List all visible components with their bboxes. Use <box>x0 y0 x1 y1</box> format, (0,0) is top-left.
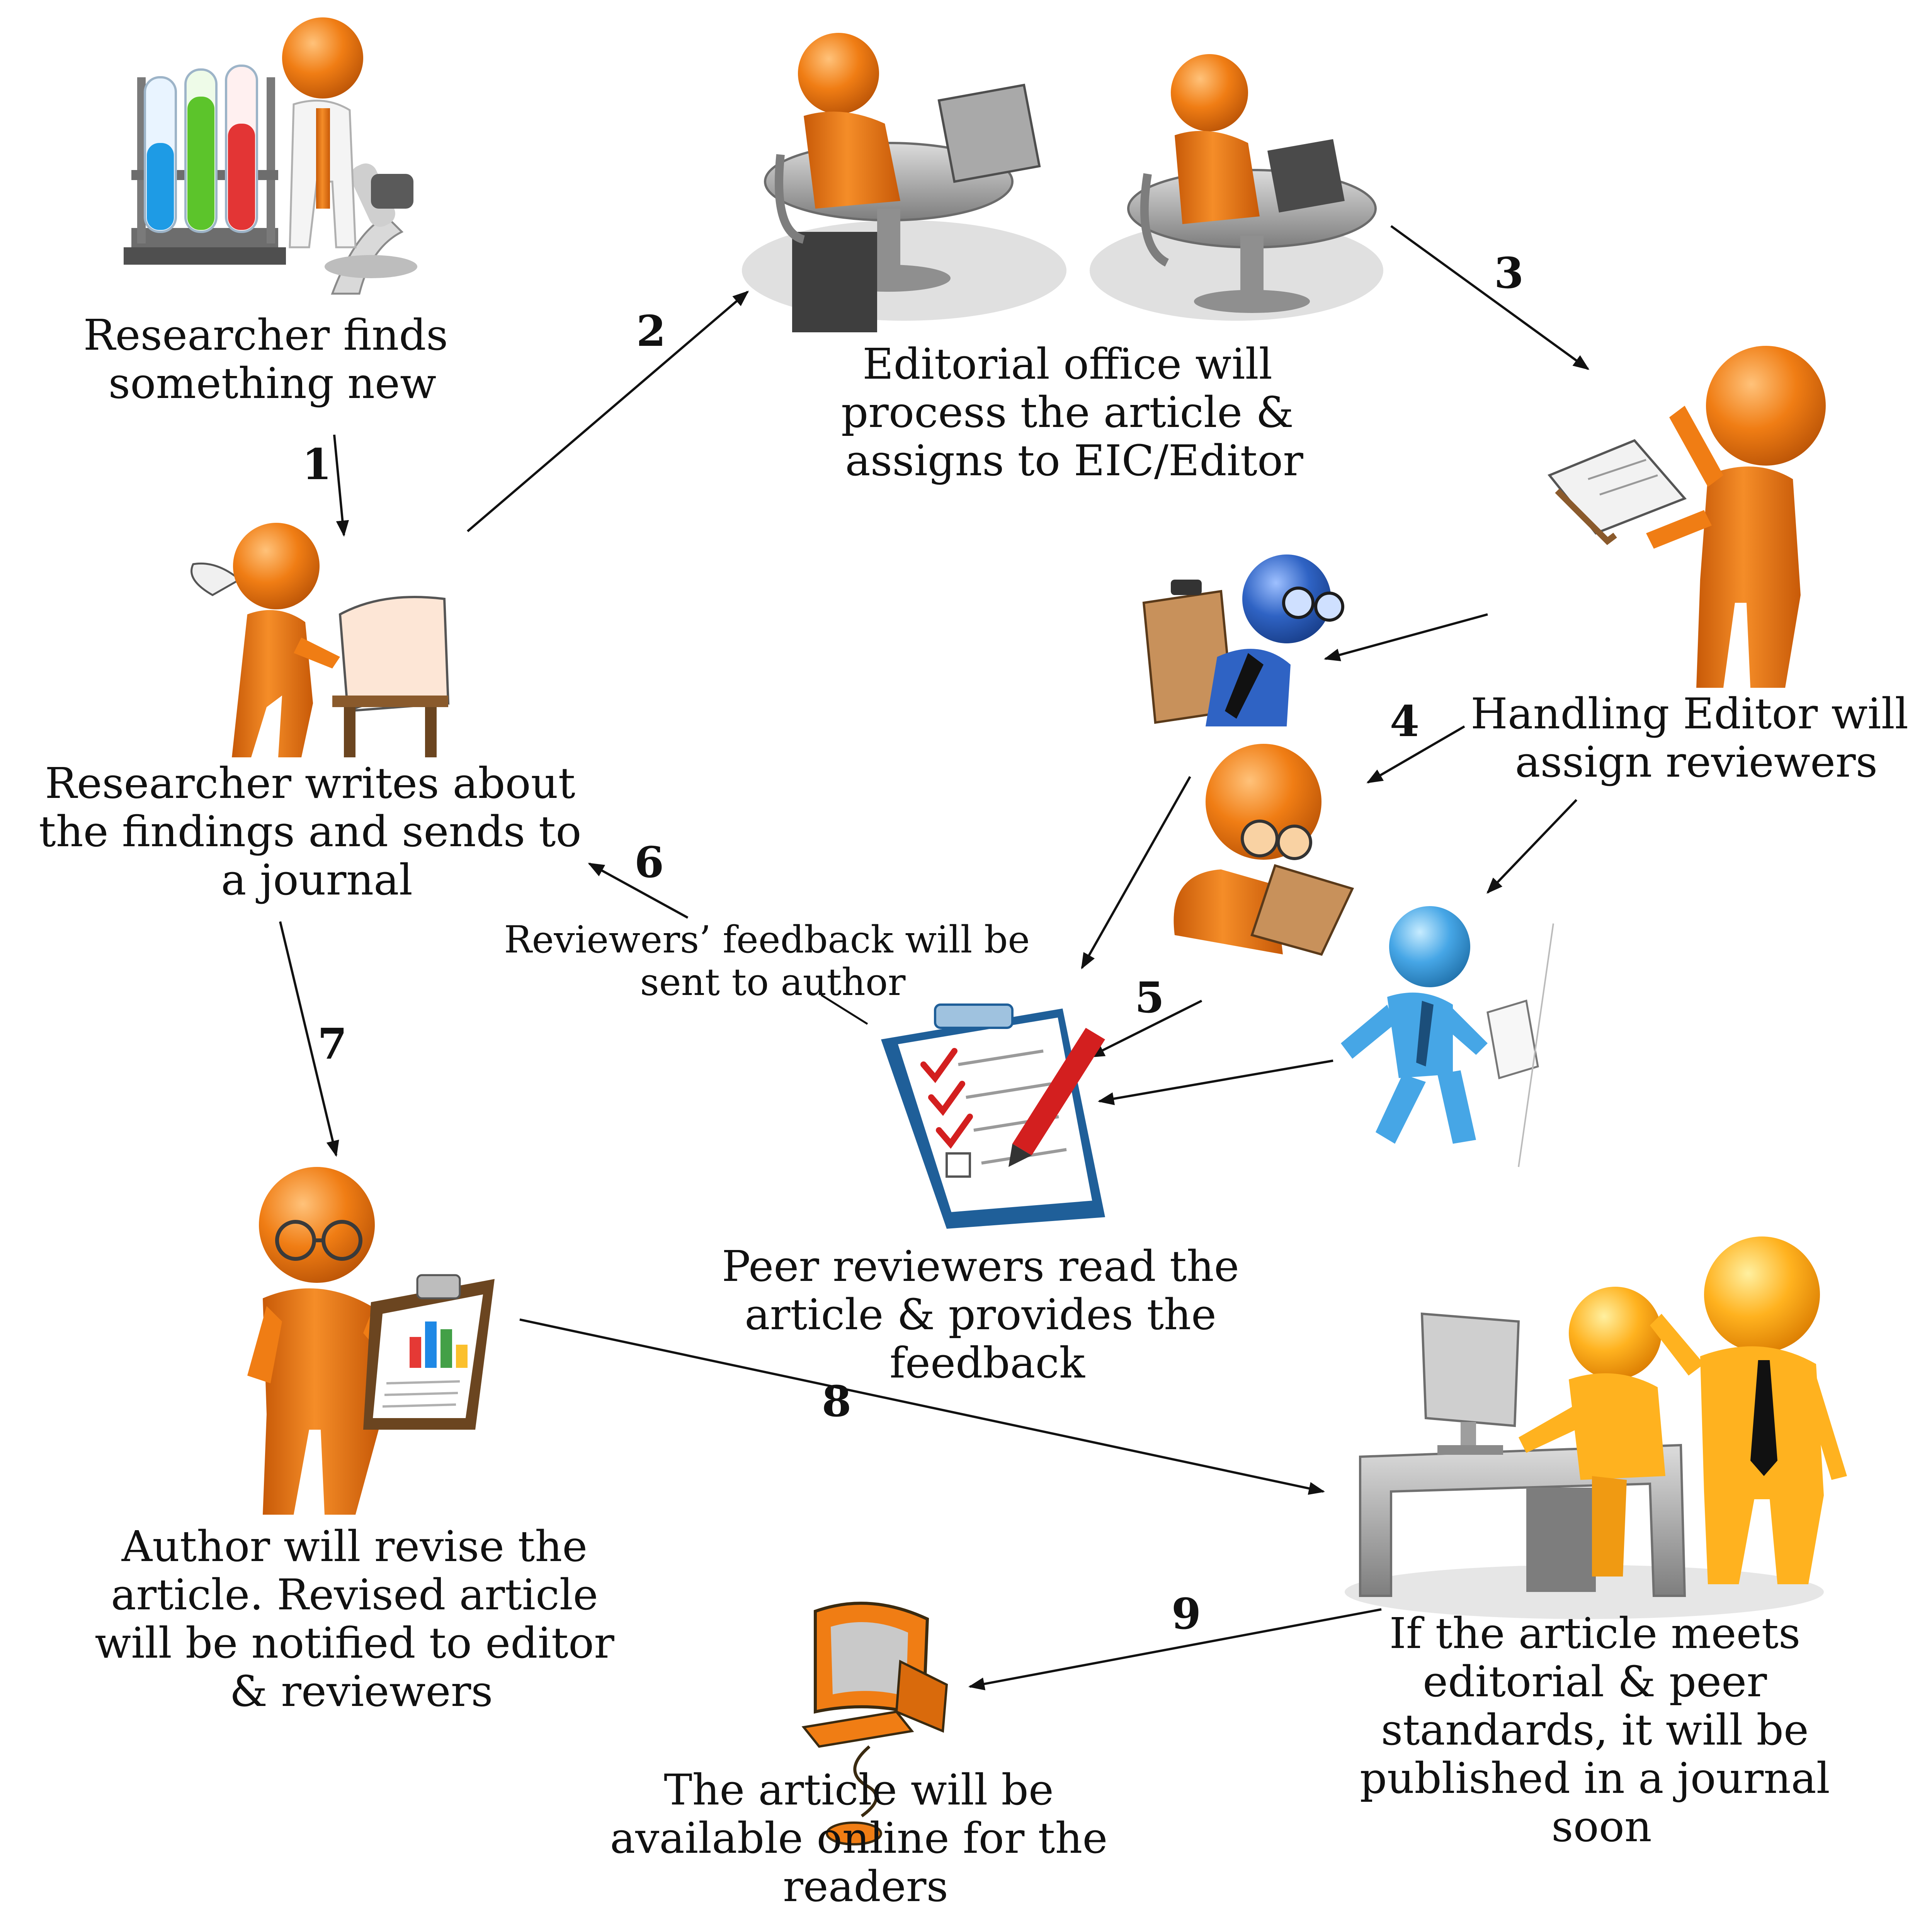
caption-online: The article will be available online for… <box>610 1765 1121 1911</box>
step-number-9: 9 <box>1172 1589 1201 1639</box>
arrow-step-7 <box>279 921 339 1157</box>
caption-feedback-to-author: Reviewers’ feedback will be sent to auth… <box>504 918 1041 1004</box>
caption-researcher-finds: Researcher finds something new <box>83 310 462 408</box>
step-number-1: 1 <box>302 439 332 489</box>
computer-icon <box>801 1602 948 1845</box>
step-number-5: 5 <box>1135 973 1165 1022</box>
step-number-4: 4 <box>1390 696 1420 746</box>
arrow-step-2 <box>467 291 749 532</box>
arrow-step-6 <box>588 862 689 919</box>
writing-person-icon <box>190 523 450 757</box>
arrow-step-4c <box>1486 799 1578 894</box>
arrow-step-5a <box>1081 776 1191 969</box>
step-number-6: 6 <box>634 837 664 887</box>
step-number-3: 3 <box>1494 248 1524 298</box>
caption-peer-reviewers: Peer reviewers read the article & provid… <box>722 1242 1253 1388</box>
arrow-step-4b <box>1366 725 1465 784</box>
office-desks-icon <box>742 33 1383 332</box>
workstation-team-icon <box>1345 1236 1847 1619</box>
editor-clipboard-icon <box>1548 346 1826 688</box>
caption-author-revise: Author will revise the article. Revised … <box>95 1522 628 1716</box>
step-number-2: 2 <box>636 306 666 356</box>
step-number-7: 7 <box>318 1019 347 1069</box>
caption-researcher-writes: Researcher writes about the findings and… <box>39 759 595 905</box>
caption-editorial-office: Editorial office will process the articl… <box>841 339 1307 485</box>
arrow-step-4a <box>1323 613 1488 662</box>
scientist-lab-icon <box>124 17 417 295</box>
flow-arrows <box>279 225 1590 1690</box>
step-numbers: 1 2 3 4 5 6 7 8 9 <box>302 248 1524 1639</box>
arrow-step-3 <box>1390 225 1590 370</box>
captions: Researcher finds something new Researche… <box>39 310 1922 1911</box>
step-number-8: 8 <box>822 1376 852 1426</box>
walking-reviewer-icon <box>1341 906 1554 1167</box>
arrow-step-5b <box>1088 1000 1202 1058</box>
checklist-icon <box>881 1003 1105 1229</box>
caption-handling-editor: Handling Editor will assign reviewers <box>1471 689 1922 787</box>
blue-reviewer-icon <box>1142 554 1344 726</box>
leader-line-feedback <box>820 994 868 1025</box>
arrow-step-5c <box>1097 1060 1333 1105</box>
arrow-step-1 <box>333 434 349 537</box>
arrow-step-9 <box>968 1608 1382 1690</box>
arrow-step-8 <box>519 1318 1325 1495</box>
orange-reviewer-icon <box>1173 744 1354 956</box>
author-report-icon <box>247 1167 495 1515</box>
caption-published: If the article meets editorial & peer st… <box>1360 1609 1844 1851</box>
